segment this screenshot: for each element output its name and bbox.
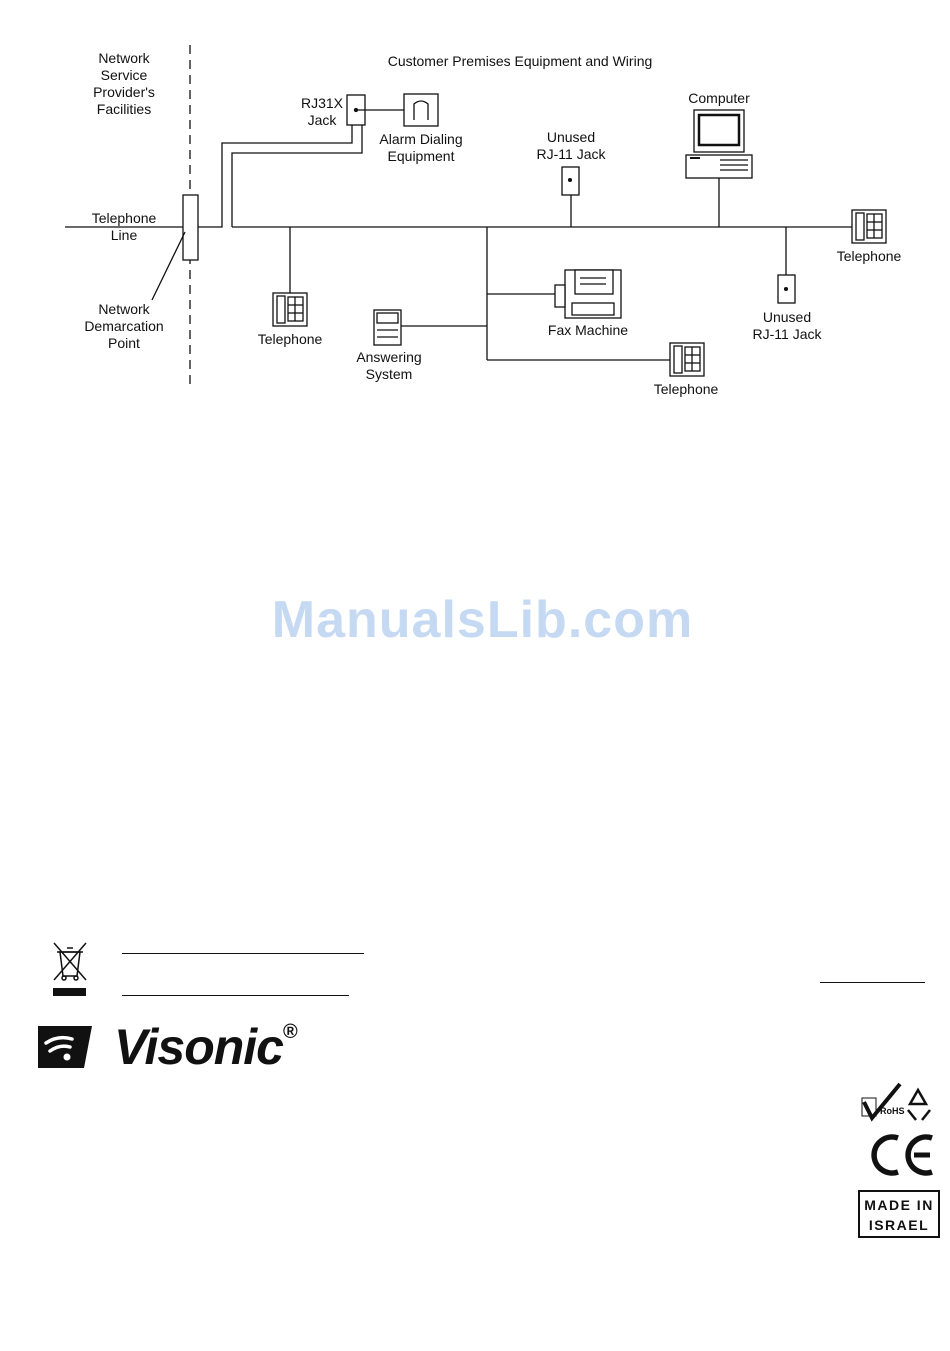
demarcation-box: [182, 194, 199, 261]
alarm-dialer-icon: [403, 93, 439, 127]
registered-mark: ®: [282, 1021, 298, 1044]
label-unused-jack-2: Unused RJ-11 Jack: [752, 309, 822, 342]
footer-rule-2: [122, 995, 349, 996]
footer-rule-3: [820, 982, 925, 983]
telephone-left-icon: [272, 292, 308, 327]
weee-bin-icon: [50, 940, 90, 1000]
brand-name-text: Visonic: [114, 1019, 284, 1075]
label-network-provider: Network Service Provider's Facilities: [93, 50, 155, 117]
made-in-line-1: MADE IN: [864, 1197, 934, 1213]
label-computer: Computer: [688, 90, 750, 106]
visonic-logo-icon: [38, 1026, 92, 1068]
computer-icon: [685, 109, 753, 179]
footer-rule-1: [122, 953, 364, 954]
rohs-text: RoHS: [880, 1106, 905, 1116]
telephone-bottom-icon: [669, 342, 705, 377]
rohs-badge: RoHS: [860, 1080, 940, 1122]
brand-name: Visonic®: [114, 1018, 298, 1076]
label-answering-system: Answering System: [356, 349, 422, 382]
answering-system-icon: [373, 309, 402, 346]
label-telephone-right: Telephone: [836, 248, 902, 264]
label-unused-jack-1: Unused RJ-11 Jack: [536, 129, 606, 162]
label-fax-machine: Fax Machine: [547, 322, 629, 338]
label-telephone-left: Telephone: [257, 331, 323, 347]
made-in-israel-badge: MADE IN ISRAEL: [858, 1190, 940, 1238]
label-demarcation-point: Network Demarcation Point: [84, 301, 164, 351]
wiring-lines: [65, 45, 887, 385]
watermark: ManualsLib.com: [271, 591, 694, 649]
label-telephone-line: Telephone Line: [91, 210, 157, 243]
label-customer-premises: Customer Premises Equipment and Wiring: [387, 53, 653, 69]
label-rj31x-jack: RJ31X Jack: [300, 95, 344, 128]
telephone-right-icon: [851, 209, 887, 244]
label-telephone-bottom: Telephone: [653, 381, 719, 397]
label-alarm-dialing: Alarm Dialing Equipment: [379, 131, 463, 164]
ce-mark: [870, 1132, 936, 1178]
made-in-line-2: ISRAEL: [868, 1217, 930, 1233]
fax-machine-icon: [554, 269, 622, 319]
